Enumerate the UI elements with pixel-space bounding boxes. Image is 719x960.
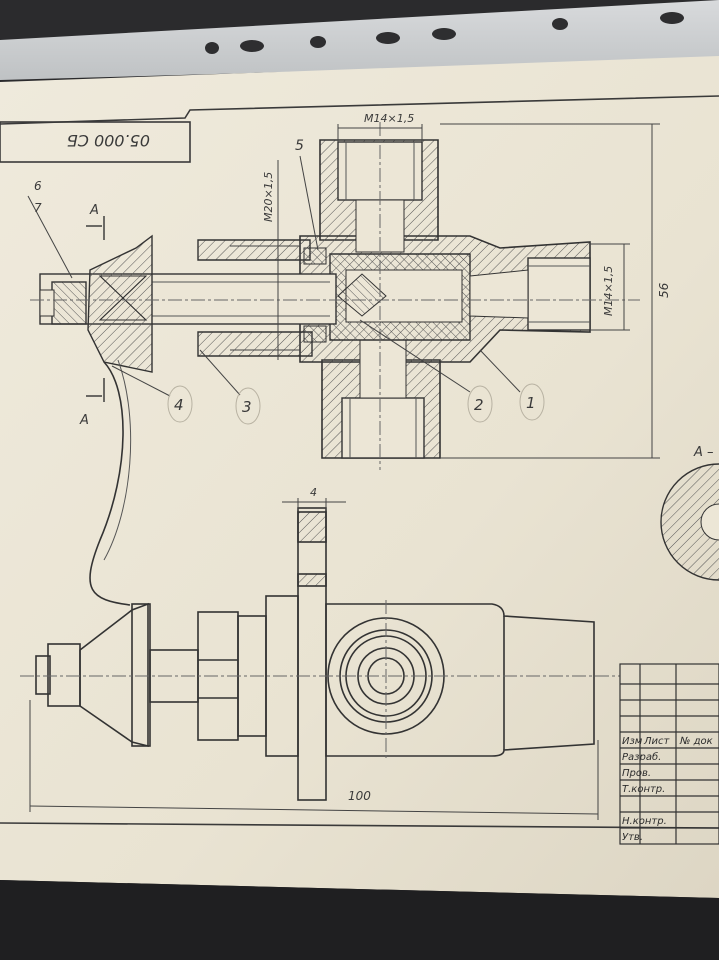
nut-part-3	[197, 239, 311, 261]
punch-holes	[205, 12, 684, 54]
handle-part-4	[87, 234, 153, 373]
dim-height-label: 56	[657, 282, 671, 298]
title-block-tkontr: Т.контр.	[622, 784, 665, 795]
callout-5: 5	[295, 138, 304, 154]
top-view	[20, 507, 620, 801]
callout-leaders	[27, 155, 521, 397]
top-body	[325, 603, 595, 757]
callout-1: 1	[526, 394, 536, 412]
section-mark-bottom: A	[79, 413, 89, 428]
code-stamp: 05.000 СБ	[67, 131, 150, 150]
title-block-izm: Изм	[622, 736, 643, 747]
dim-overall-length-label: 100	[348, 789, 371, 803]
nut-part-6	[51, 281, 87, 325]
title-block-doc: № док	[679, 736, 713, 747]
dim-thread-top-label: M14×1,5	[364, 112, 414, 125]
callout-2: 2	[474, 396, 484, 414]
dim-thread-top	[337, 124, 423, 142]
top-end-nut	[47, 643, 81, 707]
title-block-nkontr: Н.контр.	[622, 816, 667, 827]
section-view-label: A –	[693, 445, 714, 460]
callout-3: 3	[242, 398, 252, 416]
dim-height	[440, 123, 660, 459]
callout-6: 6	[34, 179, 42, 193]
right-thread-bore	[527, 257, 591, 331]
callout-4: 4	[174, 396, 184, 414]
seal-part-5	[303, 247, 327, 265]
bottom-thread-bore	[341, 397, 425, 459]
title-block	[619, 663, 719, 845]
drawing-frame	[0, 95, 719, 829]
dim-overall-length	[29, 700, 599, 820]
title-block-razrab: Разраб.	[622, 751, 661, 763]
dim-flange-thickness-label: 4	[310, 486, 317, 499]
title-block-list: Лист	[643, 736, 671, 747]
section-mark-top: A	[89, 203, 99, 218]
section-view-a-a	[660, 463, 719, 581]
sleeve-top	[0, 0, 719, 80]
dim-thread-right-label: M14×1,5	[602, 266, 615, 316]
title-block-prov: Пров.	[622, 768, 651, 779]
section-view	[30, 122, 640, 606]
dim-flange-thickness	[282, 498, 346, 510]
title-block-utv: Утв.	[622, 832, 643, 843]
section-marks	[86, 216, 105, 402]
dim-thread-left-label: M20×1,5	[262, 172, 275, 222]
table-edge	[0, 880, 719, 960]
callout-7: 7	[34, 201, 42, 215]
dim-thread-right	[590, 243, 630, 331]
